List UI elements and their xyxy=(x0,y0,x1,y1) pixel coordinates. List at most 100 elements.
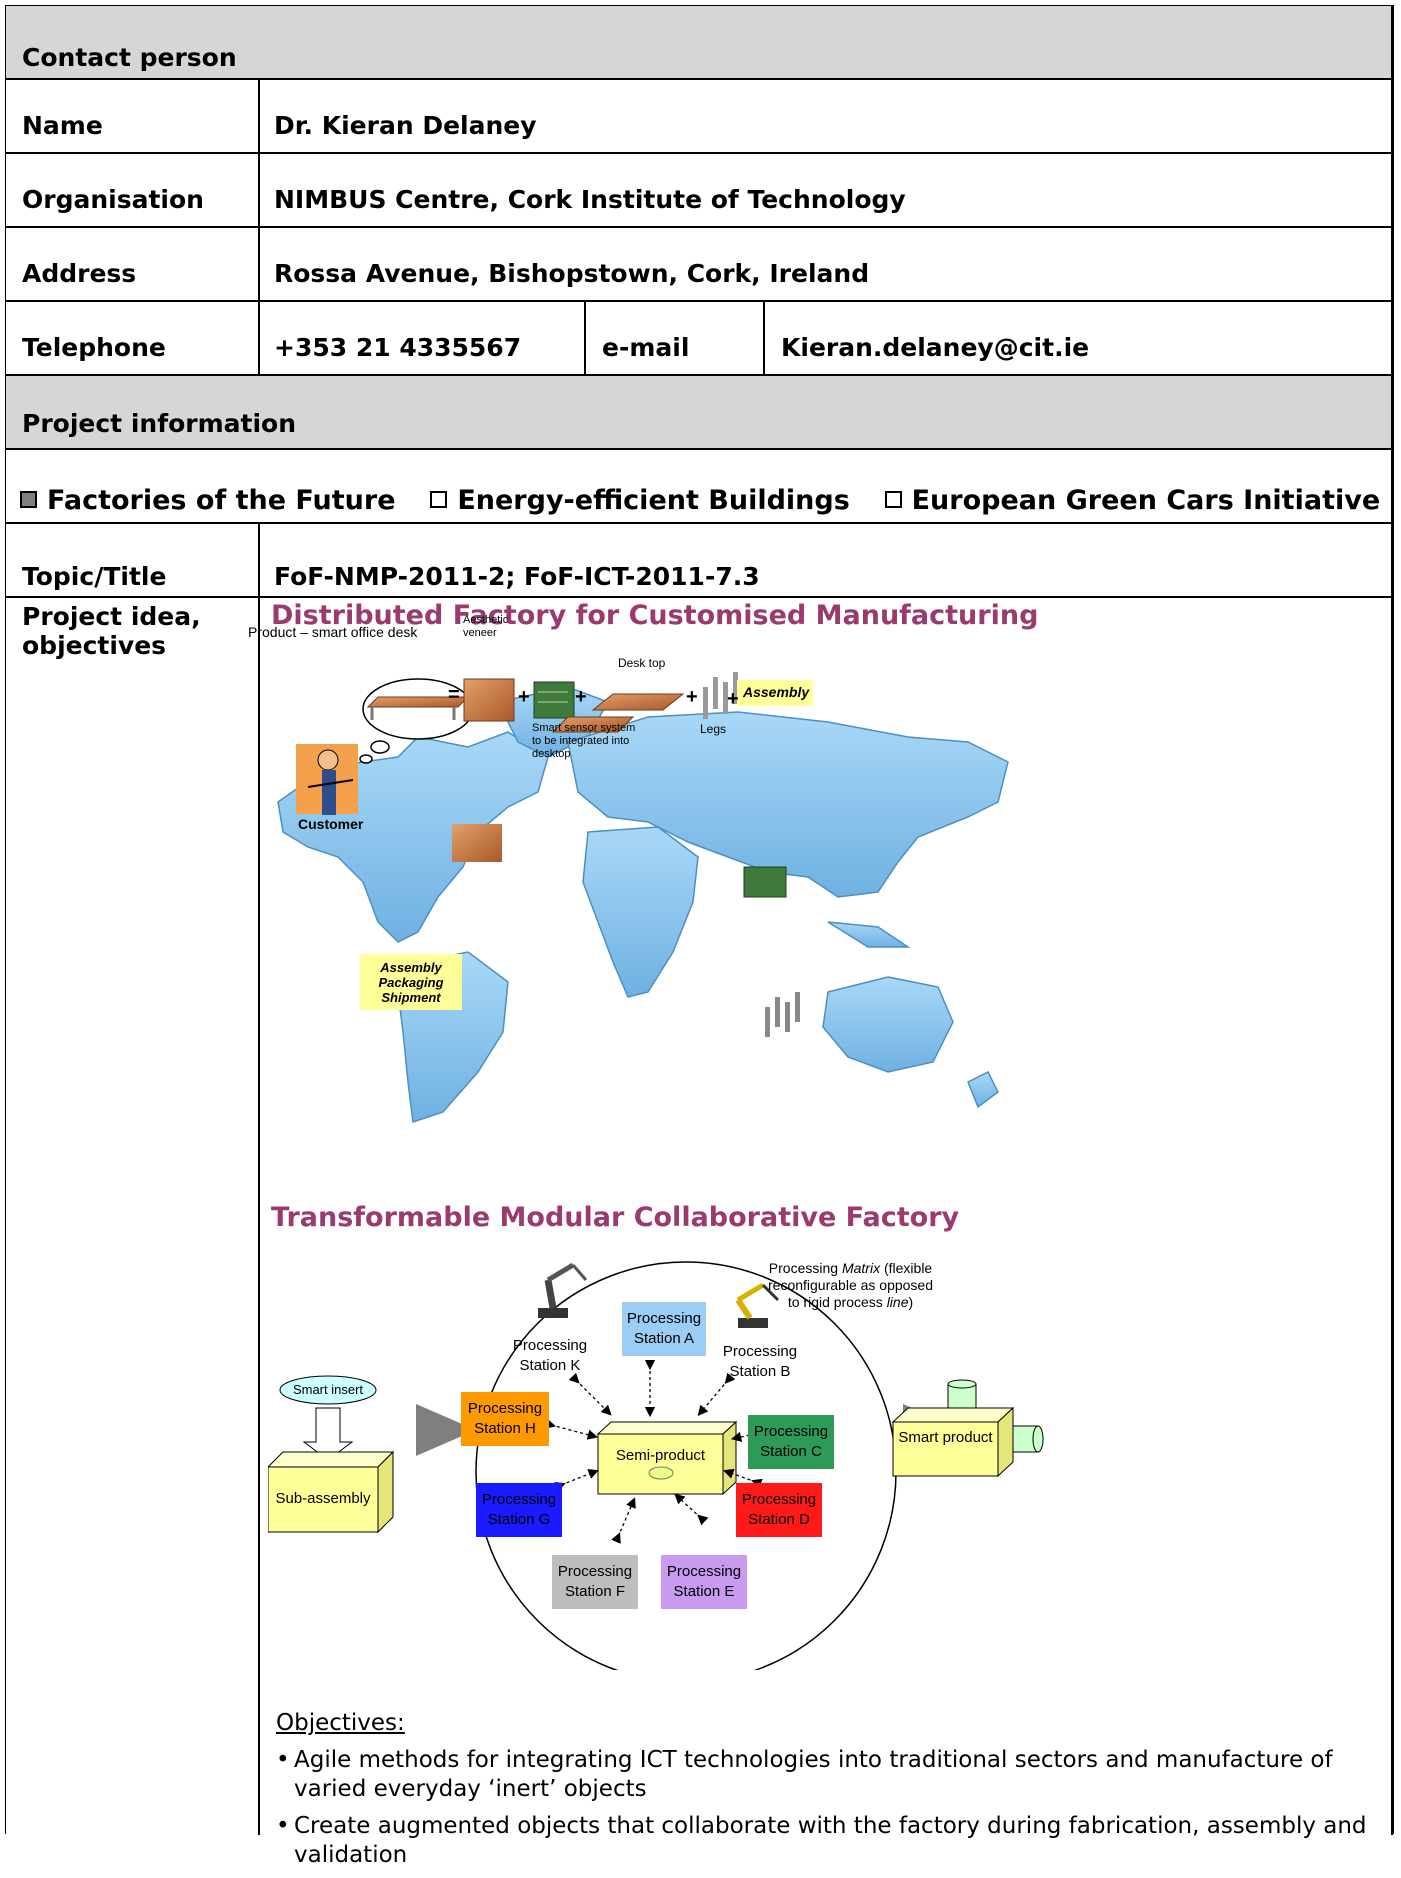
telephone-label: Telephone xyxy=(22,333,166,362)
station-b-line1: Processing xyxy=(722,1343,798,1360)
nz-shape xyxy=(967,1070,999,1109)
name-value: Dr. Kieran Delaney xyxy=(274,111,537,140)
section1-title: Distributed Factory for Customised Manuf… xyxy=(271,600,1039,631)
topic-value: FoF-NMP-2011-2; FoF-ICT-2011-7.3 xyxy=(274,562,760,591)
customer-label: Customer xyxy=(298,816,364,832)
station-a-line1: Processing xyxy=(626,1310,702,1327)
objectives-heading: Objectives: xyxy=(276,1710,405,1736)
checkbox-buildings[interactable] xyxy=(430,491,448,508)
topic-label: Topic/Title xyxy=(22,562,167,591)
matrix-note-d: to rigid process xyxy=(787,1294,887,1310)
sa-label-line1: Assembly xyxy=(380,960,442,975)
topic-row: Topic/Title FoF-NMP-2011-2; FoF-ICT-2011… xyxy=(6,524,1393,598)
station-f-line1: Processing xyxy=(557,1563,633,1580)
project-header: Project information xyxy=(22,409,296,438)
station-d-line2: Station D xyxy=(748,1511,810,1528)
column-divider xyxy=(258,80,260,302)
sa-label-line3: Shipment xyxy=(381,990,441,1005)
column-divider xyxy=(258,302,260,376)
column-divider-phone xyxy=(584,302,586,376)
australia-shape xyxy=(822,976,954,1073)
station-a-line2: Station A xyxy=(633,1330,695,1347)
robot-arm-b xyxy=(735,1282,780,1328)
checkbox-green-cars[interactable] xyxy=(884,491,902,508)
insert-arrow xyxy=(302,1407,354,1461)
matrix-note: Processing Matrix (flexible reconfigurab… xyxy=(768,1260,933,1311)
objectives-list: Agile methods for integrating ICT techno… xyxy=(276,1746,1376,1878)
station-g-line2: Station G xyxy=(487,1511,551,1528)
contact-header: Contact person xyxy=(22,43,237,72)
email-value[interactable]: Kieran.delaney@cit.ie xyxy=(781,333,1090,362)
email-label: e-mail xyxy=(602,333,690,362)
station-k-line1: Processing xyxy=(512,1337,588,1354)
station-e-line2: Station E xyxy=(673,1583,735,1600)
station-k-line2: Station K xyxy=(519,1357,581,1374)
matrix-note-em2: line xyxy=(886,1294,909,1310)
checkbox-factories[interactable] xyxy=(20,491,37,508)
column-divider xyxy=(258,524,260,1835)
sensor-label-line1: Smart sensor system xyxy=(532,722,636,734)
semi-product-label: Semi-product xyxy=(615,1447,706,1464)
idea-label-line1: Project idea, xyxy=(22,602,201,631)
telephone-row: Telephone +353 21 4335567 e-mail Kieran.… xyxy=(6,302,1393,376)
column-divider-email xyxy=(763,302,765,376)
contact-header-row: Contact person xyxy=(6,6,1393,80)
objective-item: Create augmented objects that collaborat… xyxy=(276,1812,1376,1870)
matrix-note-c: reconfigurable as opposed xyxy=(768,1277,934,1293)
name-label: Name xyxy=(22,111,103,140)
veneer-label-line1: Aesthetic xyxy=(463,614,509,626)
telephone-value: +353 21 4335567 xyxy=(274,333,522,362)
initiatives-row: Factories of the Future Energy-efficient… xyxy=(6,450,1393,524)
plus-op-2: + xyxy=(575,686,587,708)
smart-insert-shape xyxy=(279,1375,377,1405)
sensor-label-line3: desktop xyxy=(532,748,571,760)
sensor-label-line2: to be integrated into xyxy=(532,735,630,747)
project-form: Contact person Name Dr. Kieran Delaney O… xyxy=(5,5,1394,1868)
input-arrow xyxy=(416,1404,476,1456)
smart-insert-label: Smart insert xyxy=(292,1382,364,1397)
sa-label-line2: Packaging xyxy=(378,975,444,990)
organisation-label: Organisation xyxy=(22,185,204,214)
initiative-buildings: Energy-efficient Buildings xyxy=(457,485,850,516)
matrix-note-e: ) xyxy=(908,1294,914,1310)
sub-assembly-label: Sub-assembly xyxy=(275,1490,371,1507)
africa-shape xyxy=(582,826,699,998)
smart-product-label: Smart product xyxy=(898,1429,993,1446)
address-value: Rossa Avenue, Bishopstown, Cork, Ireland xyxy=(274,259,870,288)
name-row: Name Dr. Kieran Delaney xyxy=(6,80,1393,154)
station-e-line1: Processing xyxy=(666,1563,742,1580)
station-h-line2: Station H xyxy=(474,1420,536,1437)
legs-label: Legs xyxy=(700,722,727,736)
assembly-note: Assembly xyxy=(743,684,810,700)
equals-op: = xyxy=(448,684,460,706)
project-header-row: Project information xyxy=(6,376,1393,450)
address-row: Address Rossa Avenue, Bishopstown, Cork,… xyxy=(6,228,1393,302)
station-f-line2: Station F xyxy=(564,1583,625,1600)
product-label: Product – smart office desk xyxy=(248,624,418,640)
right-border xyxy=(1391,6,1393,1835)
station-h-line1: Processing xyxy=(467,1400,543,1417)
station-g-line1: Processing xyxy=(481,1491,557,1508)
plus-op-4: + xyxy=(727,688,739,710)
initiative-factories: Factories of the Future xyxy=(47,485,396,516)
objective-item: Agile methods for integrating ICT techno… xyxy=(276,1746,1376,1804)
initiatives-line: Factories of the Future Energy-efficient… xyxy=(20,485,1380,516)
world-map-illustration xyxy=(277,672,1009,1124)
organisation-value: NIMBUS Centre, Cork Institute of Technol… xyxy=(274,185,906,214)
sub-assembly-cube xyxy=(268,1466,379,1533)
smart-product-cube xyxy=(892,1421,999,1477)
matrix-note-b: (flexible xyxy=(880,1260,933,1276)
